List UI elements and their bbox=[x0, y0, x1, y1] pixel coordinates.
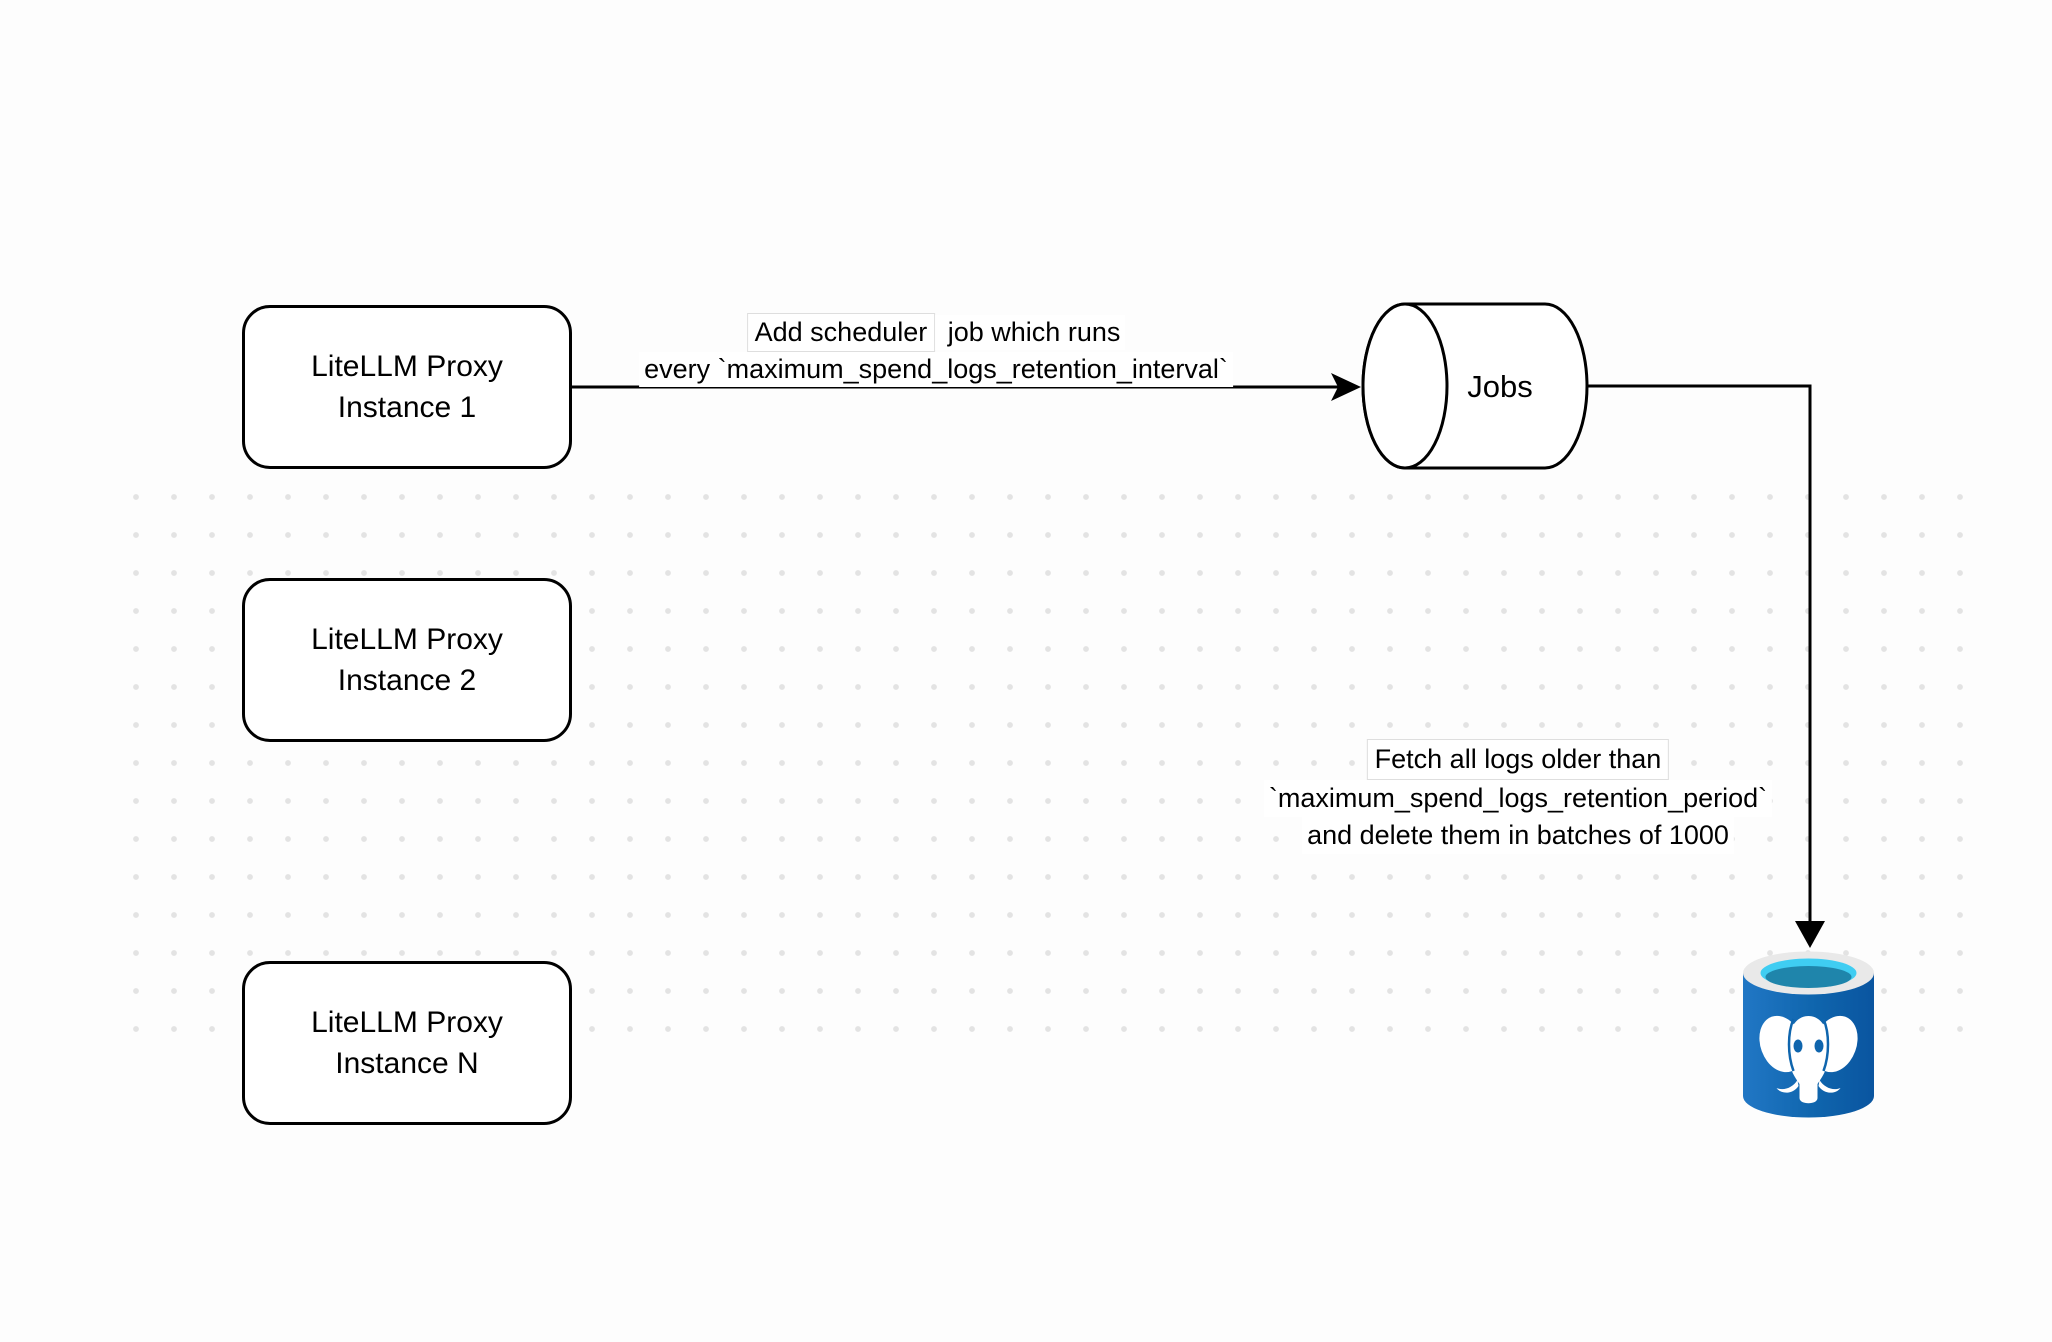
node-litellm-proxy-instance-1: LiteLLM Proxy Instance 1 bbox=[242, 305, 572, 469]
node-litellm-proxy-instance-n: LiteLLM Proxy Instance N bbox=[242, 961, 572, 1125]
delete-edge-label-line3: and delete them in batches of 1000 bbox=[1264, 817, 1772, 854]
jobs-queue-cylinder bbox=[1361, 302, 1589, 470]
schedule-edge-label-line2: every `maximum_spend_logs_retention_inte… bbox=[639, 352, 1233, 387]
schedule-edge-label: Add scheduler job which runs every `maxi… bbox=[639, 313, 1233, 387]
arrowhead-down-icon bbox=[1795, 921, 1825, 948]
node-litellm-proxy-instance-2: LiteLLM Proxy Instance 2 bbox=[242, 578, 572, 742]
node-label-line: LiteLLM Proxy bbox=[311, 623, 503, 656]
arrowhead-right-icon bbox=[1331, 373, 1361, 401]
delete-arrow bbox=[1587, 384, 1825, 948]
node-label-line: LiteLLM Proxy bbox=[311, 350, 503, 383]
delete-edge-label-line2: `maximum_spend_logs_retention_period` bbox=[1263, 780, 1773, 817]
node-label-line: Instance 2 bbox=[337, 664, 477, 697]
delete-edge-label: Fetch all logs older than `maximum_spend… bbox=[1263, 739, 1773, 854]
postgresql-database-icon bbox=[1743, 951, 1874, 1118]
node-label-line: Instance N bbox=[335, 1047, 479, 1080]
node-label-line: Instance 1 bbox=[337, 391, 477, 424]
schedule-arrow bbox=[572, 373, 1361, 401]
schedule-edge-label-line1: Add scheduler job which runs bbox=[639, 313, 1233, 352]
node-label-line: LiteLLM Proxy bbox=[311, 1006, 503, 1039]
delete-edge-label-line1: Fetch all logs older than bbox=[1264, 739, 1772, 780]
jobs-node-label: Jobs bbox=[1467, 369, 1533, 404]
postgres-elephant-icon bbox=[1759, 1015, 1858, 1104]
cylinder-cap-icon bbox=[1361, 302, 1449, 470]
